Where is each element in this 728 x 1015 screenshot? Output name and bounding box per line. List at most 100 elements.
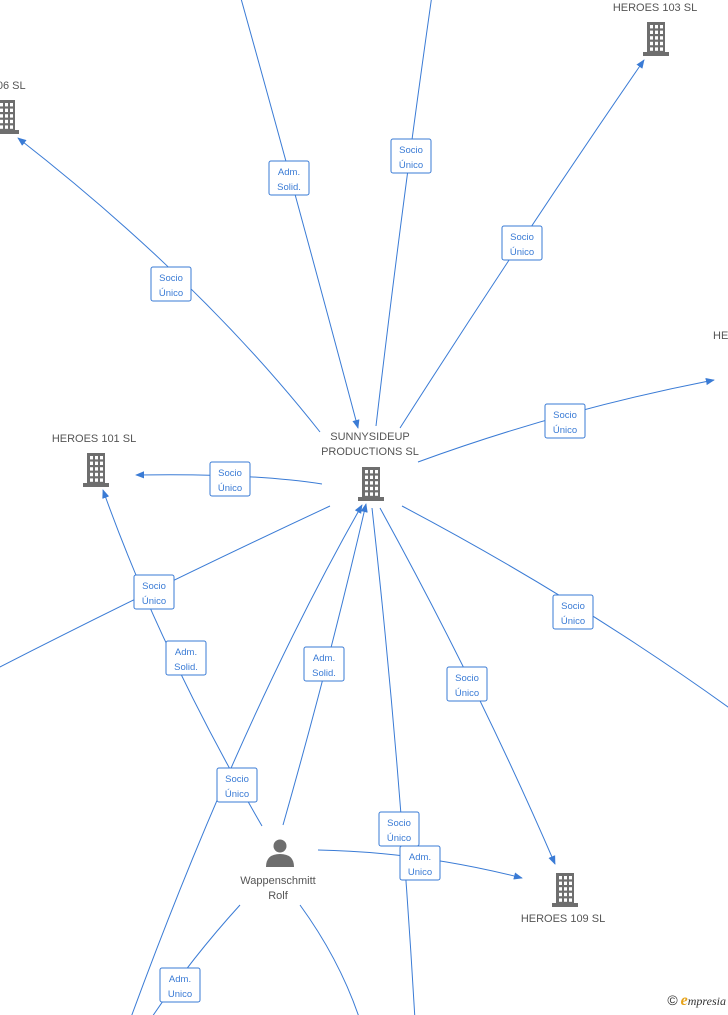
edge-label-text: Socio [455,673,479,684]
edge-label-box [390,138,432,174]
building-window [655,25,658,29]
building-window [100,467,103,471]
building-window [564,892,567,897]
edge-label-text: Socio [510,232,534,243]
edge-label-box [544,403,586,439]
node-label: HEROES 101 SL [52,433,136,445]
node-h109[interactable]: HEROES 109 SL [521,873,605,925]
building-window [100,472,103,477]
edge-label-box [216,767,258,803]
building-window [569,898,572,902]
edge-label-box [501,225,543,261]
edge-label-box [378,811,420,847]
edge-label-box [133,574,175,610]
building-icon [0,100,19,134]
edge-label-box [165,640,207,676]
building-window [95,467,98,471]
building-base [643,52,669,56]
node-label: HEROES 109 SL [521,913,605,925]
empresia-brand[interactable]: ©empresia [667,992,726,1010]
building-window [0,114,3,118]
edge-label-e_w_h109[interactable]: Adm.Unico [399,845,441,881]
building-window [0,103,3,107]
building-window [100,478,103,482]
edge-label-e_top1[interactable]: Adm. Solid. [268,160,310,196]
building-window [10,103,13,107]
edge-label-e_w_bl[interactable]: Adm.Unico [159,967,201,1003]
building-window [650,47,653,51]
building-window [100,461,103,465]
edge-e_w_bl [152,904,241,1015]
building-window [365,481,368,485]
edge-label-text: Único [399,160,423,171]
node-label: HEROES 103 SL [613,2,697,14]
building-base [0,130,19,134]
edge-label-text: Unico [408,867,432,878]
building-window [90,461,93,465]
node-h101[interactable]: HEROES 101 SL [52,433,136,487]
building-window [655,30,658,34]
building-window [90,467,93,471]
building-window [660,41,663,46]
building-window [370,475,373,479]
edge-labels-layer: Adm.Solid.SocioÚnicoSocioÚnicoSocioÚnico… [133,138,594,1003]
building-window [90,478,93,482]
building-window [5,108,8,112]
node-label: HE [713,330,728,342]
brand-text: mpresia [687,994,726,1008]
edge-label-e_w_sunny_adm[interactable]: Adm.Solid. [303,646,345,682]
edge-label-box [446,666,488,702]
building-icon [643,22,669,56]
node-h103[interactable]: HEROES 103 SL [613,2,697,56]
building-window [95,472,98,477]
edge-label-text: Adm. [278,167,300,178]
edge-label-text: Solid. [277,182,301,193]
building-window [559,898,562,902]
building-window [10,119,13,124]
brand-initial: e [680,992,688,1009]
building-window [100,456,103,460]
building-window [375,486,378,491]
building-window [650,25,653,29]
edge-label-text: Socio [387,818,411,829]
edge-label-box [399,845,441,881]
edge-label-box [303,646,345,682]
building-window [660,25,663,29]
building-window [5,119,8,124]
edge-label-box [159,967,201,1003]
building-window [10,108,13,112]
building-window [655,41,658,46]
building-window [375,475,378,479]
building-window [564,881,567,885]
edge-label-text: Adm. [313,653,335,664]
node-h106[interactable]: S 106 SL [0,80,26,134]
building-icon [552,873,578,907]
edge-label-text: Único [142,596,166,607]
edge-label-text: Socio [561,601,585,612]
building-window [370,481,373,485]
building-window [655,36,658,40]
edge-label-text: Solid. [174,662,198,673]
edge-label-e_w_h101[interactable]: Adm.Solid. [165,640,207,676]
building-window [559,881,562,885]
node-hright[interactable]: HE [713,330,728,342]
edge-label-box [209,461,251,497]
edge-label-text: Único [218,483,242,494]
edge-label-box [150,266,192,302]
edge-label-text: Socio [142,581,166,592]
building-window [650,30,653,34]
